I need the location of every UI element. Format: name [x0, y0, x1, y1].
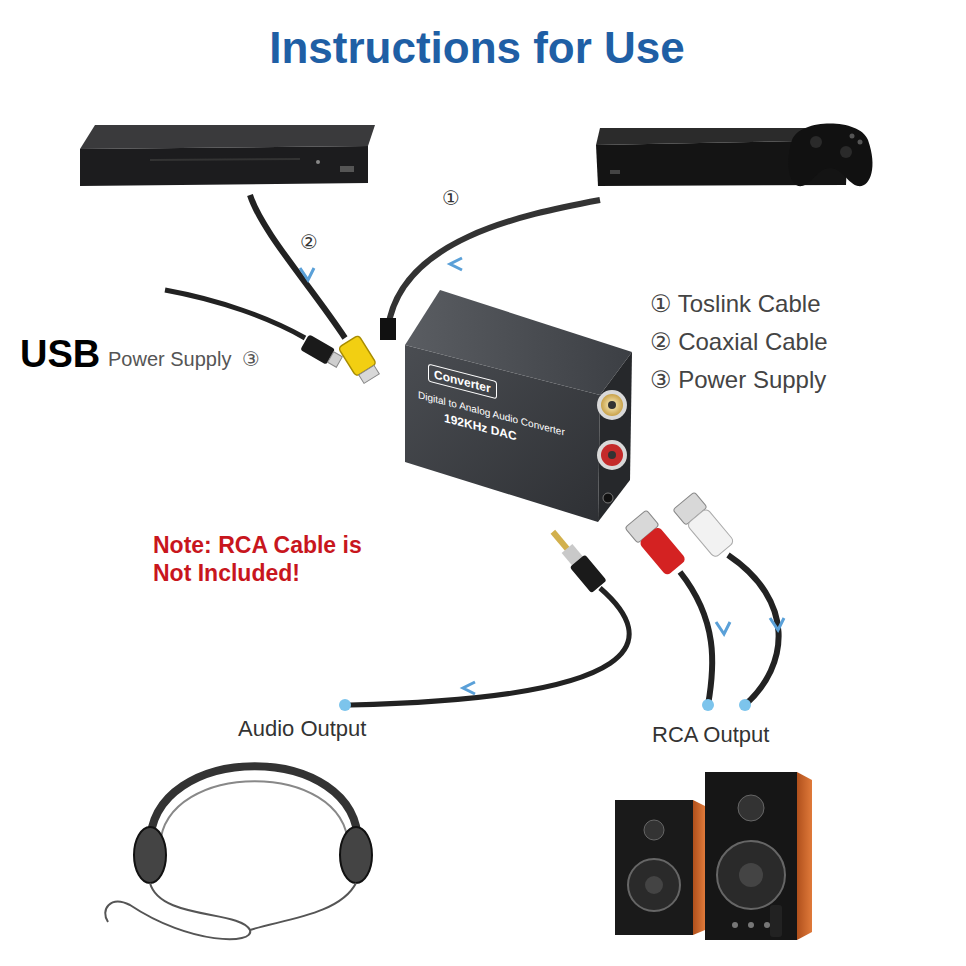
audio-jack-plug [545, 525, 607, 593]
note-wrap: Note: RCA Cable is Not Included! [153, 532, 368, 587]
power-plug [300, 334, 344, 370]
headphones [105, 766, 372, 939]
speakers [615, 772, 812, 940]
usb-label-wrap: USB [20, 332, 100, 378]
cable-key-wrap: ① Toslink Cable [650, 290, 820, 319]
arrow [463, 682, 475, 694]
callout-number-wrap: ① [442, 186, 460, 210]
usb-label: USB [20, 332, 100, 378]
arrow [300, 268, 314, 280]
arrow [716, 622, 730, 634]
game-console [596, 124, 873, 187]
converter-housing [405, 290, 632, 522]
arrow [450, 258, 462, 270]
title-wrap: Instructions for Use [0, 22, 960, 75]
rca-plug-white [673, 492, 736, 559]
cable-key-wrap: ③ Power Supply [650, 366, 826, 395]
callout-number: ① [442, 186, 460, 210]
output-label: RCA Output [652, 722, 769, 748]
output-label-wrap: Audio Output [238, 716, 366, 742]
callout-number: ② [300, 230, 318, 254]
callout-number-wrap: ② [300, 230, 318, 254]
rca-plug-red [625, 510, 688, 577]
power-label: Power Supply [108, 347, 231, 371]
power-label-wrap: Power Supply [108, 347, 231, 371]
rca-cable [680, 572, 712, 705]
power-cable [165, 290, 305, 338]
rca-cable [728, 555, 779, 705]
endpoint-dot [702, 699, 714, 711]
output-label-wrap: RCA Output [652, 722, 769, 748]
cable-key: ② Coaxial Cable [650, 328, 828, 357]
disc-player [80, 125, 375, 186]
note: Note: RCA Cable is Not Included! [153, 532, 368, 587]
callout-number: ③ [242, 347, 260, 371]
callout-number-wrap: ③ [242, 347, 260, 371]
endpoint-dot [339, 699, 351, 711]
cable-key: ① Toslink Cable [650, 290, 820, 319]
cable-key: ③ Power Supply [650, 366, 826, 395]
cable-key-wrap: ② Coaxial Cable [650, 328, 828, 357]
coaxial-plug [338, 335, 382, 385]
output-label: Audio Output [238, 716, 366, 742]
toslink-plug [380, 318, 396, 340]
title: Instructions for Use [0, 22, 960, 75]
arrow [770, 618, 784, 630]
audio-cable [350, 588, 629, 705]
endpoint-dot [739, 699, 751, 711]
